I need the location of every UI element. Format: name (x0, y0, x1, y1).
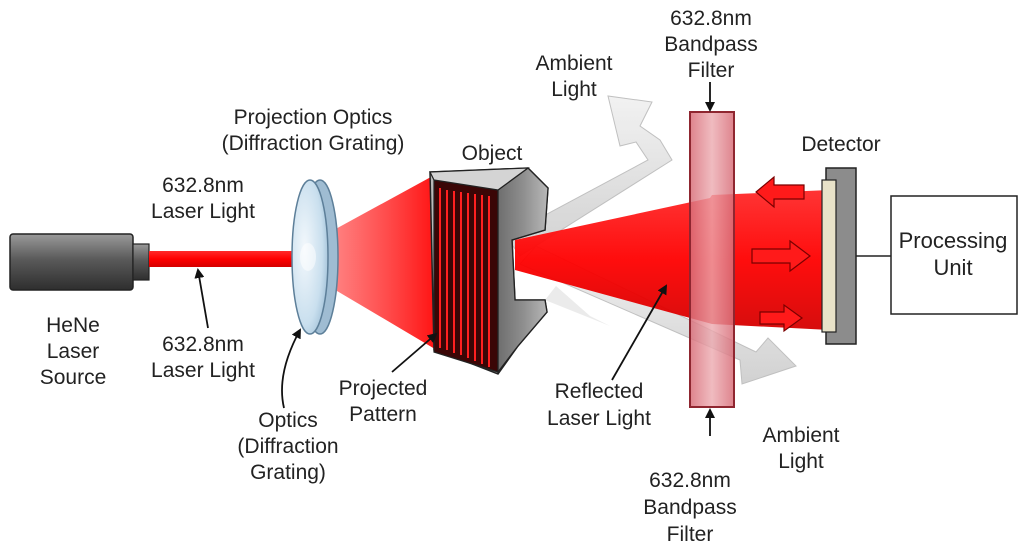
projected-pattern-label-line2: Pattern (349, 403, 417, 426)
ambient-light-top-label-line2: Light (551, 78, 597, 101)
filter-bottom-label-line2: Bandpass (643, 496, 736, 519)
laser-source (9, 233, 150, 291)
projected-cone (310, 172, 440, 352)
reflected-laser-label-line2: Laser Light (547, 407, 651, 430)
ambient-light-top-arrow (505, 95, 673, 257)
detector (821, 167, 857, 345)
processing-unit-label-line1: Processing (899, 228, 1008, 253)
hene-source-label-line1: HeNe (46, 314, 100, 337)
object-block (429, 167, 549, 375)
optics-lens (291, 179, 339, 335)
object-label: Object (462, 142, 523, 165)
projection-optics-label-line1: Projection Optics (234, 106, 393, 129)
reflected-laser-label-line1: Reflected (555, 380, 644, 403)
projected-pattern-label-line1: Projected (339, 377, 428, 400)
filter-bottom-label-line1: 632.8nm (649, 469, 731, 492)
processing-unit-label-line2: Unit (933, 255, 972, 280)
laser-light-bottom-label-line1: 632.8nm (162, 333, 244, 356)
projection-optics-label-line2: (Diffraction Grating) (222, 132, 405, 155)
labels: 632.8nm Laser Light 632.8nm Laser Light … (40, 7, 1008, 546)
reflected-arrow-middle (751, 239, 811, 273)
reflected-beam (515, 190, 830, 330)
hene-source-label-line3: Source (40, 366, 107, 389)
detector-label: Detector (801, 133, 880, 156)
processing-unit-box (890, 195, 1018, 315)
laser-light-top-label-line1: 632.8nm (162, 174, 244, 197)
laser-light-bottom-label-line2: Laser Light (151, 359, 255, 382)
optics-label-line3: Grating) (250, 461, 326, 484)
leader-lines (194, 82, 715, 436)
filter-top-label-line1: 632.8nm (670, 7, 752, 30)
reflected-arrow-bottom (759, 303, 804, 333)
optics-label-line2: (Diffraction (237, 435, 338, 458)
ambient-light-top-label-line1: Ambient (535, 52, 612, 75)
ambient-light-bottom-label-line1: Ambient (762, 424, 839, 447)
filter-top-label-line2: Bandpass (664, 33, 757, 56)
projected-pattern-stripes (439, 188, 490, 367)
filter-bottom-label-line3: Filter (667, 523, 714, 546)
filter-top-label-line3: Filter (688, 59, 735, 82)
reflected-arrow-top (755, 175, 805, 209)
hene-source-label-line2: Laser (47, 340, 100, 363)
optics-label-line1: Optics (258, 409, 318, 432)
bandpass-filter (689, 111, 735, 408)
laser-beam (149, 251, 301, 267)
ambient-light-bottom-label-line2: Light (778, 450, 824, 473)
laser-light-top-label-line2: Laser Light (151, 200, 255, 223)
